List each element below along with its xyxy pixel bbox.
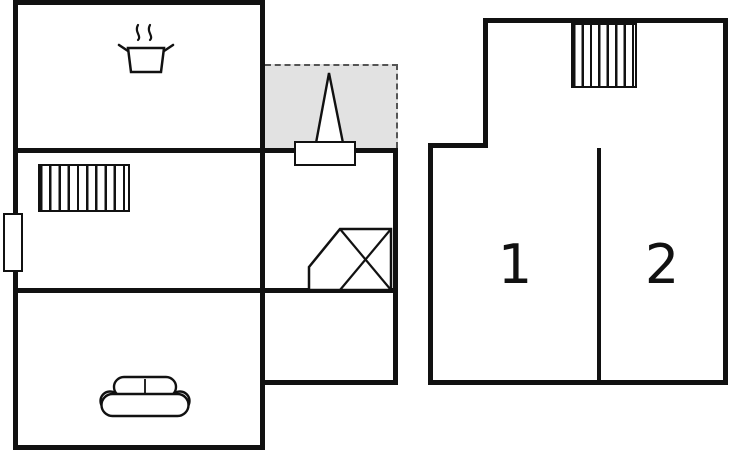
wall-left-building-center-vertical xyxy=(260,0,265,450)
wall-right-building-top xyxy=(483,18,728,23)
wall-left-building-bottom xyxy=(13,445,265,450)
window-icon xyxy=(3,213,23,272)
wall-kitchen-bottom xyxy=(13,148,398,153)
wall-right-building-upper-left xyxy=(483,18,488,148)
sofa-icon xyxy=(99,375,191,418)
staircase-hatch-icon-right xyxy=(571,23,637,88)
wall-left-building-right xyxy=(393,148,398,385)
wall-right-building-right xyxy=(723,18,728,385)
wall-left-building-top xyxy=(13,0,265,5)
wall-left-building-step-bottom xyxy=(260,380,398,385)
wall-right-building-step xyxy=(428,143,488,148)
room-2-label: 2 xyxy=(644,232,680,296)
wall-right-building-left xyxy=(428,143,433,385)
chimney-zone xyxy=(265,64,398,148)
wall-right-building-bottom xyxy=(428,380,728,385)
wall-middle-horizontal xyxy=(13,288,398,293)
heater-box-icon xyxy=(294,141,356,166)
chimney-triangle-icon xyxy=(314,72,345,145)
stove-icon xyxy=(117,23,175,74)
room-1-label: 1 xyxy=(497,232,533,296)
staircase-hatch-icon-left xyxy=(38,164,130,212)
wall-room-divider xyxy=(597,148,601,380)
shower-cross-icon xyxy=(307,227,393,292)
